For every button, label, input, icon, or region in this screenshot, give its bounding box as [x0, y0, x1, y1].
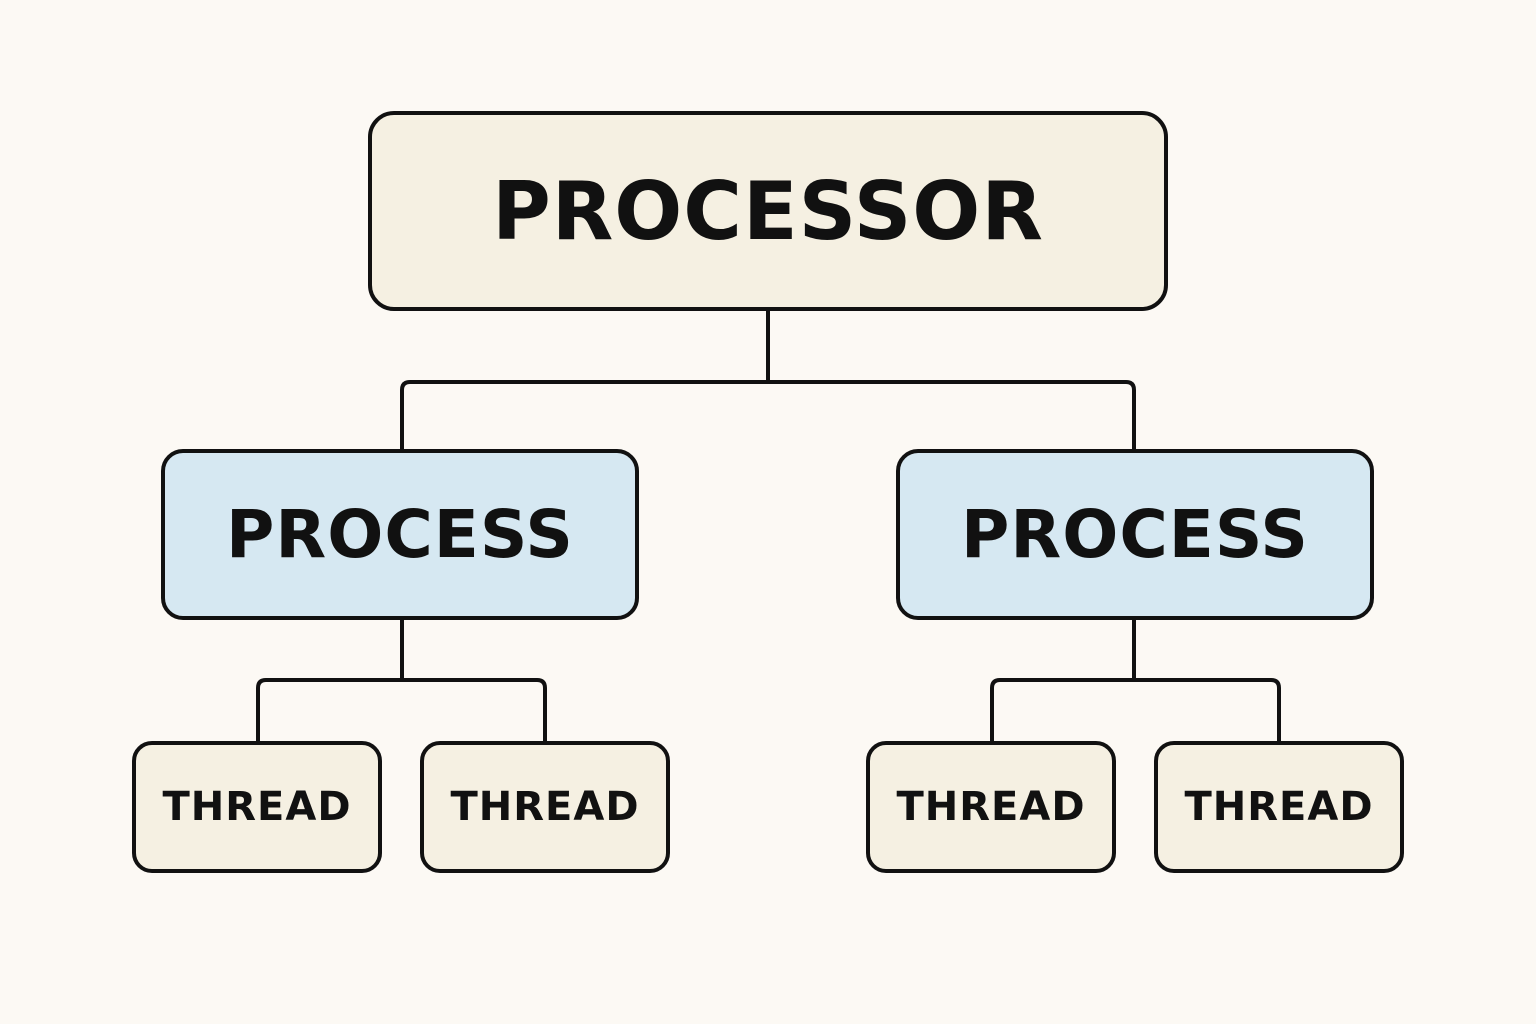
processor-node: PROCESSOR	[368, 111, 1168, 311]
thread-node-2-1: THREAD	[866, 741, 1116, 873]
process-node-2: PROCESS	[896, 449, 1374, 620]
connector-process2-to-threads	[990, 620, 1281, 741]
thread-node-2-2: THREAD	[1154, 741, 1404, 873]
thread-node-1-2: THREAD	[420, 741, 670, 873]
connector-process1-to-threads	[256, 620, 547, 741]
process-node-1: PROCESS	[161, 449, 639, 620]
thread-node-1-1: THREAD	[132, 741, 382, 873]
connector-processor-to-processes	[400, 311, 1136, 449]
